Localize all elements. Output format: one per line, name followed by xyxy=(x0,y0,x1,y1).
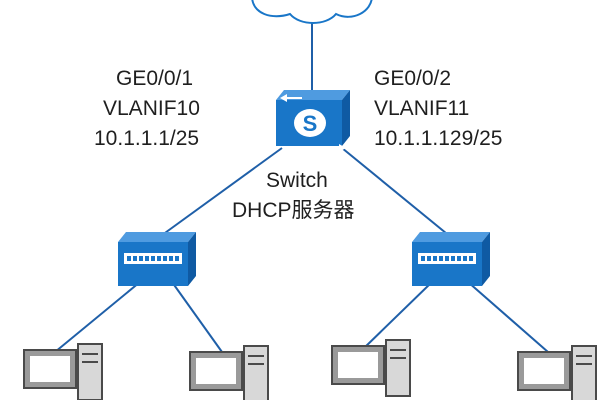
pc-icon xyxy=(189,345,269,400)
link-core-right-access xyxy=(341,147,453,239)
pc-icon xyxy=(517,345,597,400)
right-ip-label: 10.1.1.129/25 xyxy=(374,127,503,150)
right-port-label: GE0/0/2 xyxy=(374,67,452,90)
link-left-access-pc2 xyxy=(171,281,223,353)
link-core-left-access xyxy=(157,147,283,239)
pc-icon xyxy=(331,339,411,397)
link-right-access-pc4 xyxy=(467,281,549,353)
left-ip-label: 10.1.1.1/25 xyxy=(94,127,200,150)
cloud-icon xyxy=(251,0,373,24)
link-right-access-pc3 xyxy=(361,281,433,351)
pc-icon xyxy=(23,343,103,400)
left-vlanif-label: VLANIF10 xyxy=(103,97,200,120)
core-switch-glyph: S xyxy=(303,111,318,136)
left-port-label: GE0/0/1 xyxy=(116,67,194,90)
access-switch-icon xyxy=(118,232,196,286)
link-left-access-pc1 xyxy=(54,281,141,353)
layer3-switch-icon xyxy=(276,90,350,152)
links xyxy=(54,20,549,353)
core-switch-name: Switch xyxy=(266,169,328,192)
access-switch-icon xyxy=(412,232,490,286)
right-vlanif-label: VLANIF11 xyxy=(374,97,470,120)
core-switch-role: DHCP服务器 xyxy=(232,199,355,222)
